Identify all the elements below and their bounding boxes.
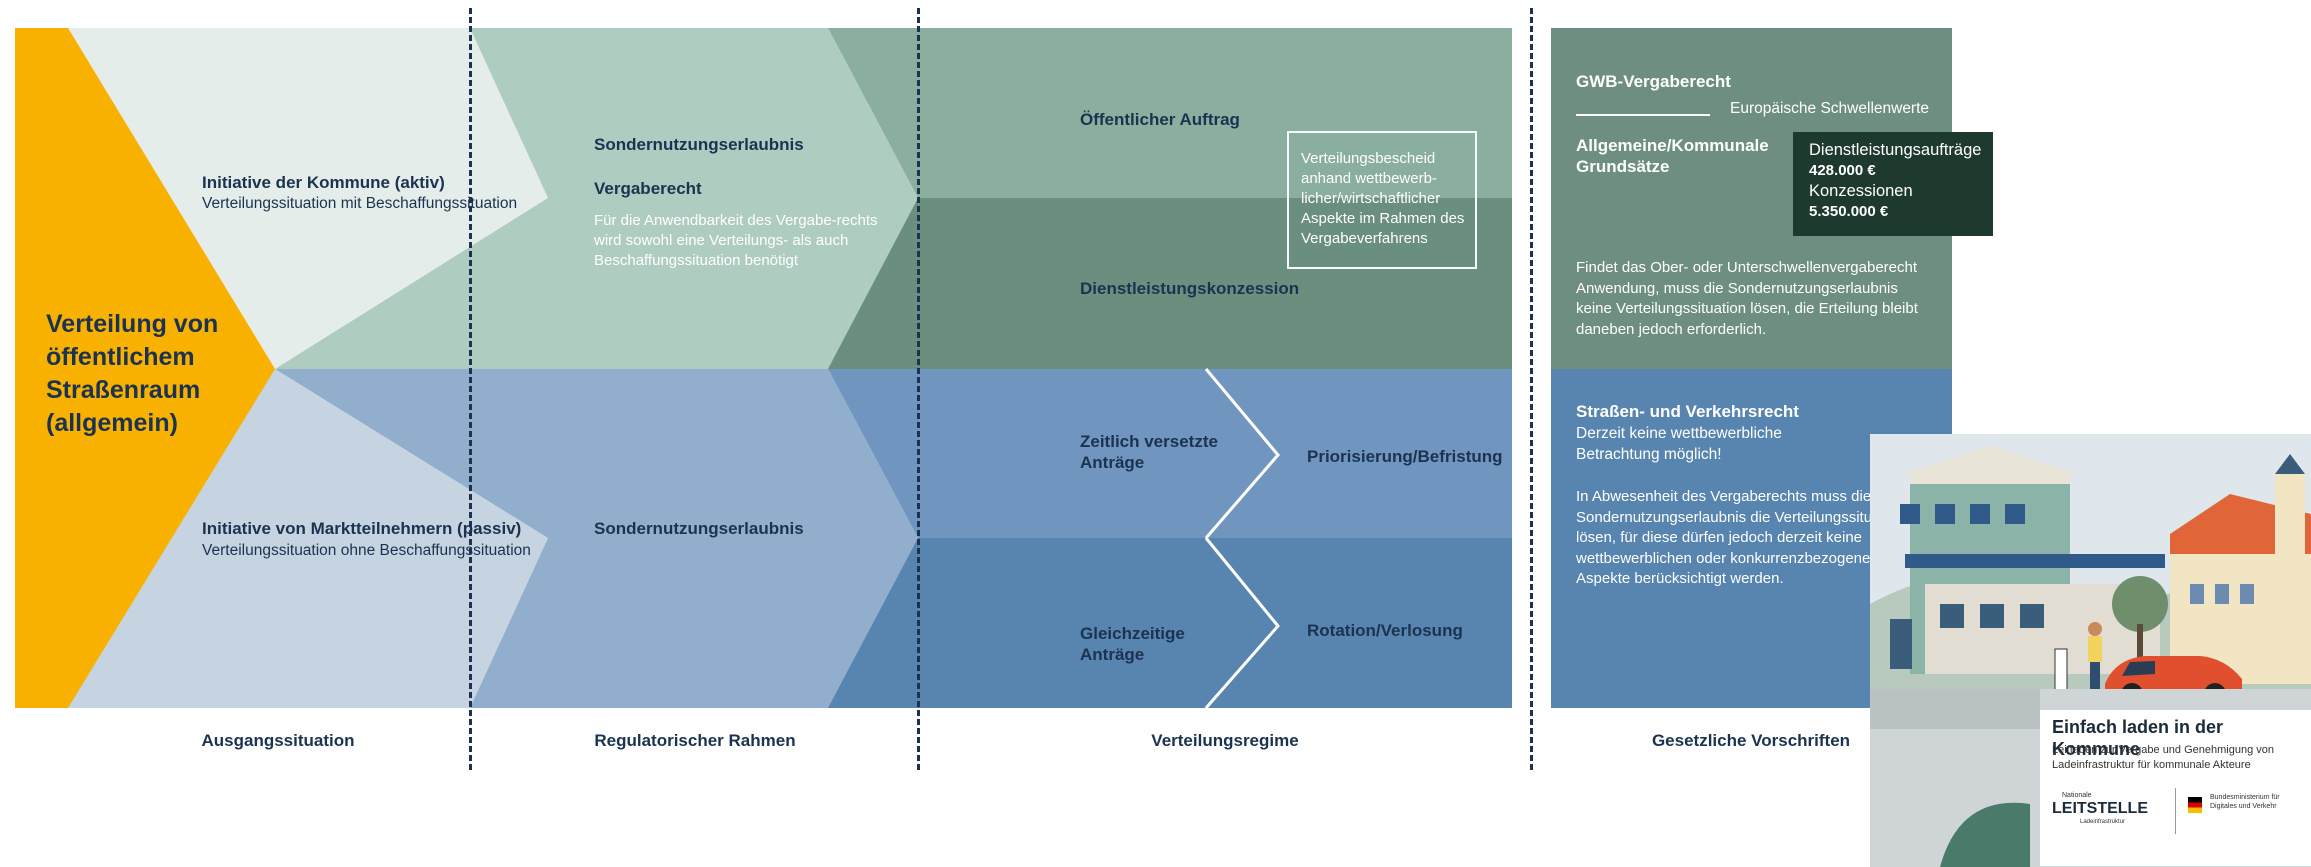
eagle-icon xyxy=(2188,797,2202,813)
row1-initiative-sub: Verteilungssituation mit Beschaffungssit… xyxy=(202,195,518,212)
separator-3 xyxy=(1530,8,1533,770)
cover-title: Einfach laden in der Kommune xyxy=(2052,717,2224,759)
grundsaetze-label: Allgemeine/Kommunale Grundsätze xyxy=(1576,136,1769,176)
column-label-regulatorischer-rahmen: Regulatorischer Rahmen xyxy=(594,731,796,750)
row2-initiative-title: Initiative von Marktteilnehmern (passiv) xyxy=(202,519,522,538)
row2-col3b-bg xyxy=(828,538,1512,708)
chevron-line-upper xyxy=(1204,368,1280,539)
strassenrecht-title: Straßen- und Verkehrsrecht xyxy=(1576,402,1799,421)
cover-logo-left-sub: Ladeinfrastruktur xyxy=(2080,819,2126,825)
column-label-verteilungsregime: Verteilungsregime xyxy=(1151,731,1299,750)
tooltip-line1: Dienstleistungsaufträge xyxy=(1809,141,1982,159)
verteilungsbescheid-text: Verteilungsbescheid anhand wettbewerb-li… xyxy=(1301,150,1465,247)
cover-logo-divider xyxy=(2175,788,2176,834)
separator-2 xyxy=(917,8,920,770)
oeffentlicher-auftrag-label: Öffentlicher Auftrag xyxy=(1080,110,1240,129)
column-label-ausgangssituation: Ausgangssituation xyxy=(201,731,355,750)
row1-vergaberecht-desc: Für die Anwendbarkeit des Vergabe-rechts… xyxy=(594,212,878,269)
row1-initiative-title: Initiative der Kommune (aktiv) xyxy=(202,173,445,192)
row2-sondernutzung: Sondernutzungserlaubnis xyxy=(594,519,804,538)
gleichzeitig-label: Gleichzeitige Anträge xyxy=(1080,624,1185,664)
cover-logo-left-big: LEITSTELLE xyxy=(2052,800,2148,817)
start-arrow-bg xyxy=(15,28,275,708)
cover-logo-right: Bundesministerium für Digitales und Verk… xyxy=(2210,794,2280,810)
schwellenwerte-label: Europäische Schwellenwerte xyxy=(1730,100,1930,117)
cover-logo-left-small: Nationale xyxy=(2062,792,2092,799)
row1-col3b-bg xyxy=(828,198,1512,369)
cover-title-box: Einfach laden in der Kommune Leitfaden z… xyxy=(2040,710,2311,866)
start-title: Verteilung von öffentlichem Straßenraum … xyxy=(46,310,219,437)
row1-vergaberecht: Vergaberecht xyxy=(594,179,702,198)
row2-initiative-sub: Verteilungssituation ohne Beschaffungssi… xyxy=(202,542,531,559)
brochure-cover[interactable]: Einfach laden in der Kommune Leitfaden z… xyxy=(1870,434,2311,867)
rotation-label: Rotation/Verlosung xyxy=(1307,621,1463,640)
row1-sondernutzung: Sondernutzungserlaubnis xyxy=(594,135,804,154)
dienstleistungskonzession-label: Dienstleistungskonzession xyxy=(1080,279,1300,298)
tooltip-line2: 428.000 € xyxy=(1809,162,1876,179)
row2-col2-bg xyxy=(275,369,918,708)
right-top-text: Findet das Ober- oder Unterschwellenverg… xyxy=(1576,259,1918,338)
priorisierung-label: Priorisierung/Befristung xyxy=(1307,447,1503,466)
right-bottom-text: In Abwesenheit des Vergaberechts muss di… xyxy=(1576,488,1905,587)
row1-col2-bg xyxy=(275,28,918,369)
schwellenwerte-tooltip: Dienstleistungsaufträge 428.000 € Konzes… xyxy=(1793,132,1993,236)
separator-1 xyxy=(469,8,472,770)
chevron-line-lower xyxy=(1204,537,1280,709)
verteilungsbescheid-box xyxy=(1287,131,1477,269)
column-label-gesetzliche-vorschriften: Gesetzliche Vorschriften xyxy=(1651,731,1851,750)
zeitlich-label: Zeitlich versetzte Anträge xyxy=(1080,432,1218,472)
strassenrecht-subtitle: Derzeit keine wettbewerbliche Betrachtun… xyxy=(1576,425,1782,463)
tooltip-line3: Konzessionen xyxy=(1809,182,1913,200)
cover-subtitle: Leitfaden zur Vergabe und Genehmigung vo… xyxy=(2052,744,2274,771)
tooltip-line4: 5.350.000 € xyxy=(1809,203,1889,220)
gwb-label: GWB-Vergaberecht xyxy=(1576,72,1731,91)
